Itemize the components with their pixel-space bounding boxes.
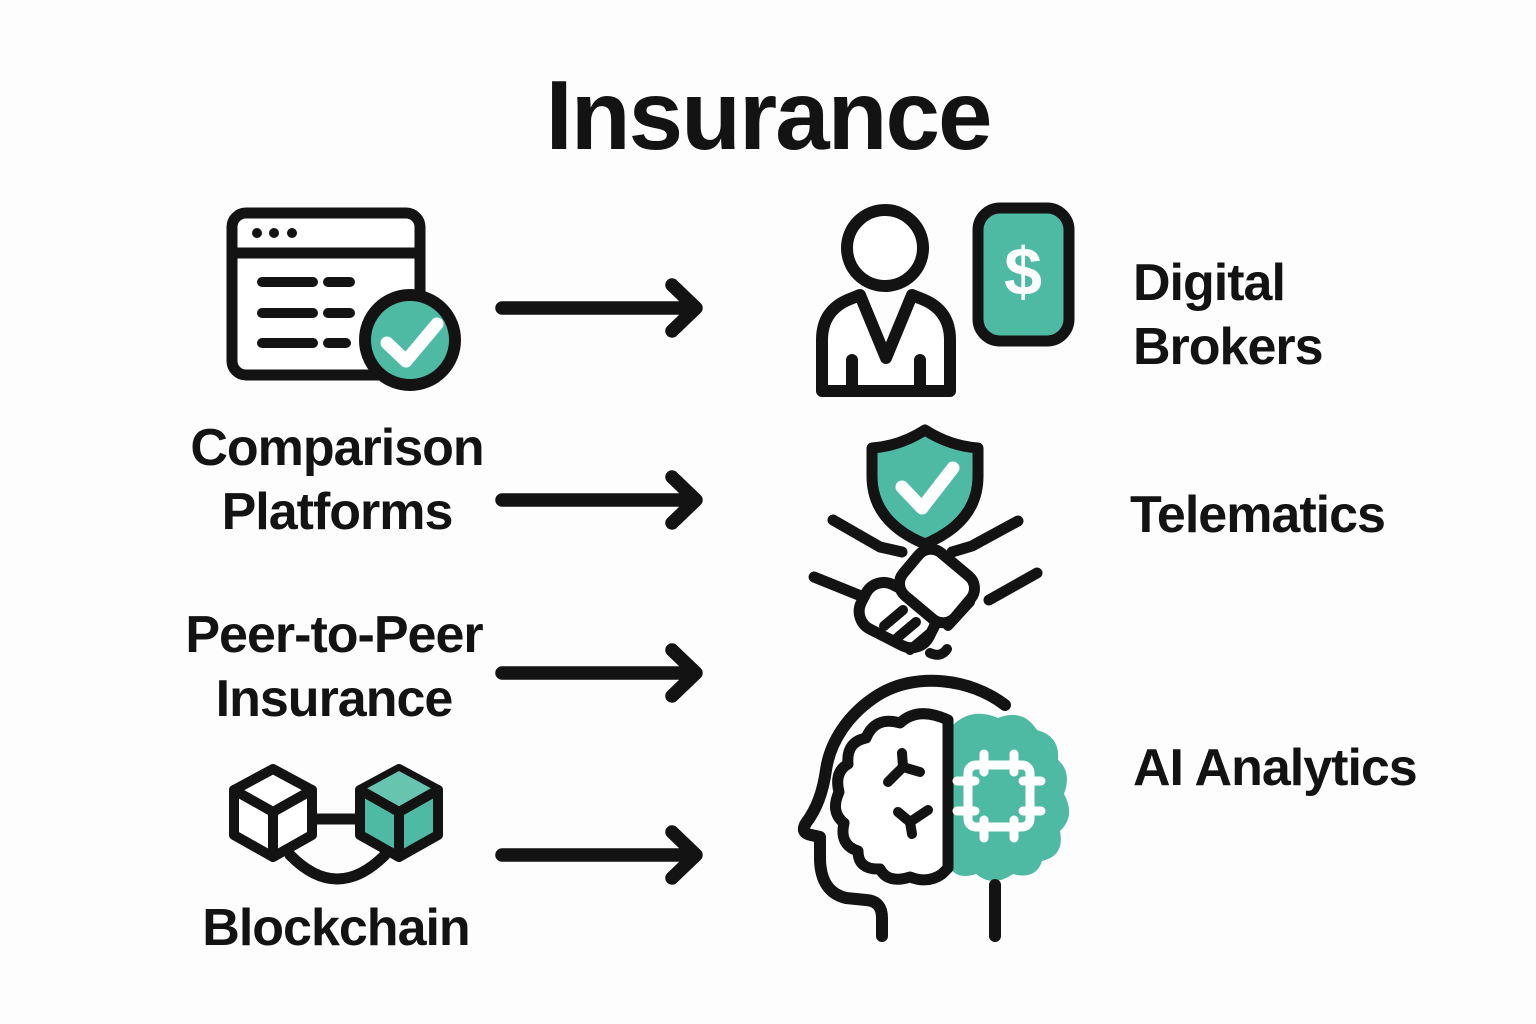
- head-profile-outline: [797, 674, 1011, 942]
- person-head: [841, 204, 929, 292]
- label-comparison-platforms: Comparison Platforms: [190, 419, 484, 541]
- payment-card: [972, 202, 1075, 347]
- arrow-right-icon: [495, 470, 703, 530]
- cube-outline: [229, 764, 317, 862]
- person-arm-seams: [846, 354, 926, 394]
- label-peer-to-peer-insurance: Peer-to-Peer Insurance: [185, 606, 483, 728]
- cube-filled: [355, 764, 443, 862]
- browser-titlebar-dots: [252, 228, 297, 238]
- shield: [866, 424, 984, 550]
- check-icon: [895, 461, 960, 515]
- dollar-icon: $: [1004, 234, 1042, 310]
- handshake-hands: [853, 543, 981, 660]
- arrow-right-icon: [495, 278, 703, 338]
- chip-icon: [952, 749, 1046, 843]
- label-digital-brokers: Digital Brokers: [1133, 254, 1324, 376]
- blockchain-cubes-icon: [229, 764, 443, 885]
- human-brain-half: [829, 708, 954, 886]
- person-body: [816, 289, 956, 397]
- label-blockchain: Blockchain: [202, 899, 470, 957]
- label-ai-analytics: AI Analytics: [1133, 739, 1418, 797]
- shield-handshake-icon: [808, 424, 1043, 660]
- label-telematics: Telematics: [1130, 486, 1386, 544]
- check-icon: [380, 317, 444, 368]
- page-title: Insurance: [545, 60, 993, 170]
- link-curve: [284, 849, 391, 885]
- arrow-right-icon: [495, 643, 703, 703]
- browser-checklist-check-icon: [226, 207, 461, 391]
- check-circle: [359, 289, 461, 391]
- handshake-arms: [808, 514, 1043, 606]
- broker-person-payment-icon: $: [816, 202, 1075, 397]
- head-brain-chip-icon: [797, 674, 1070, 942]
- arrow-right-icon: [495, 825, 703, 885]
- brain-synapse-marks: [883, 748, 933, 839]
- checklist-lines: [257, 277, 355, 348]
